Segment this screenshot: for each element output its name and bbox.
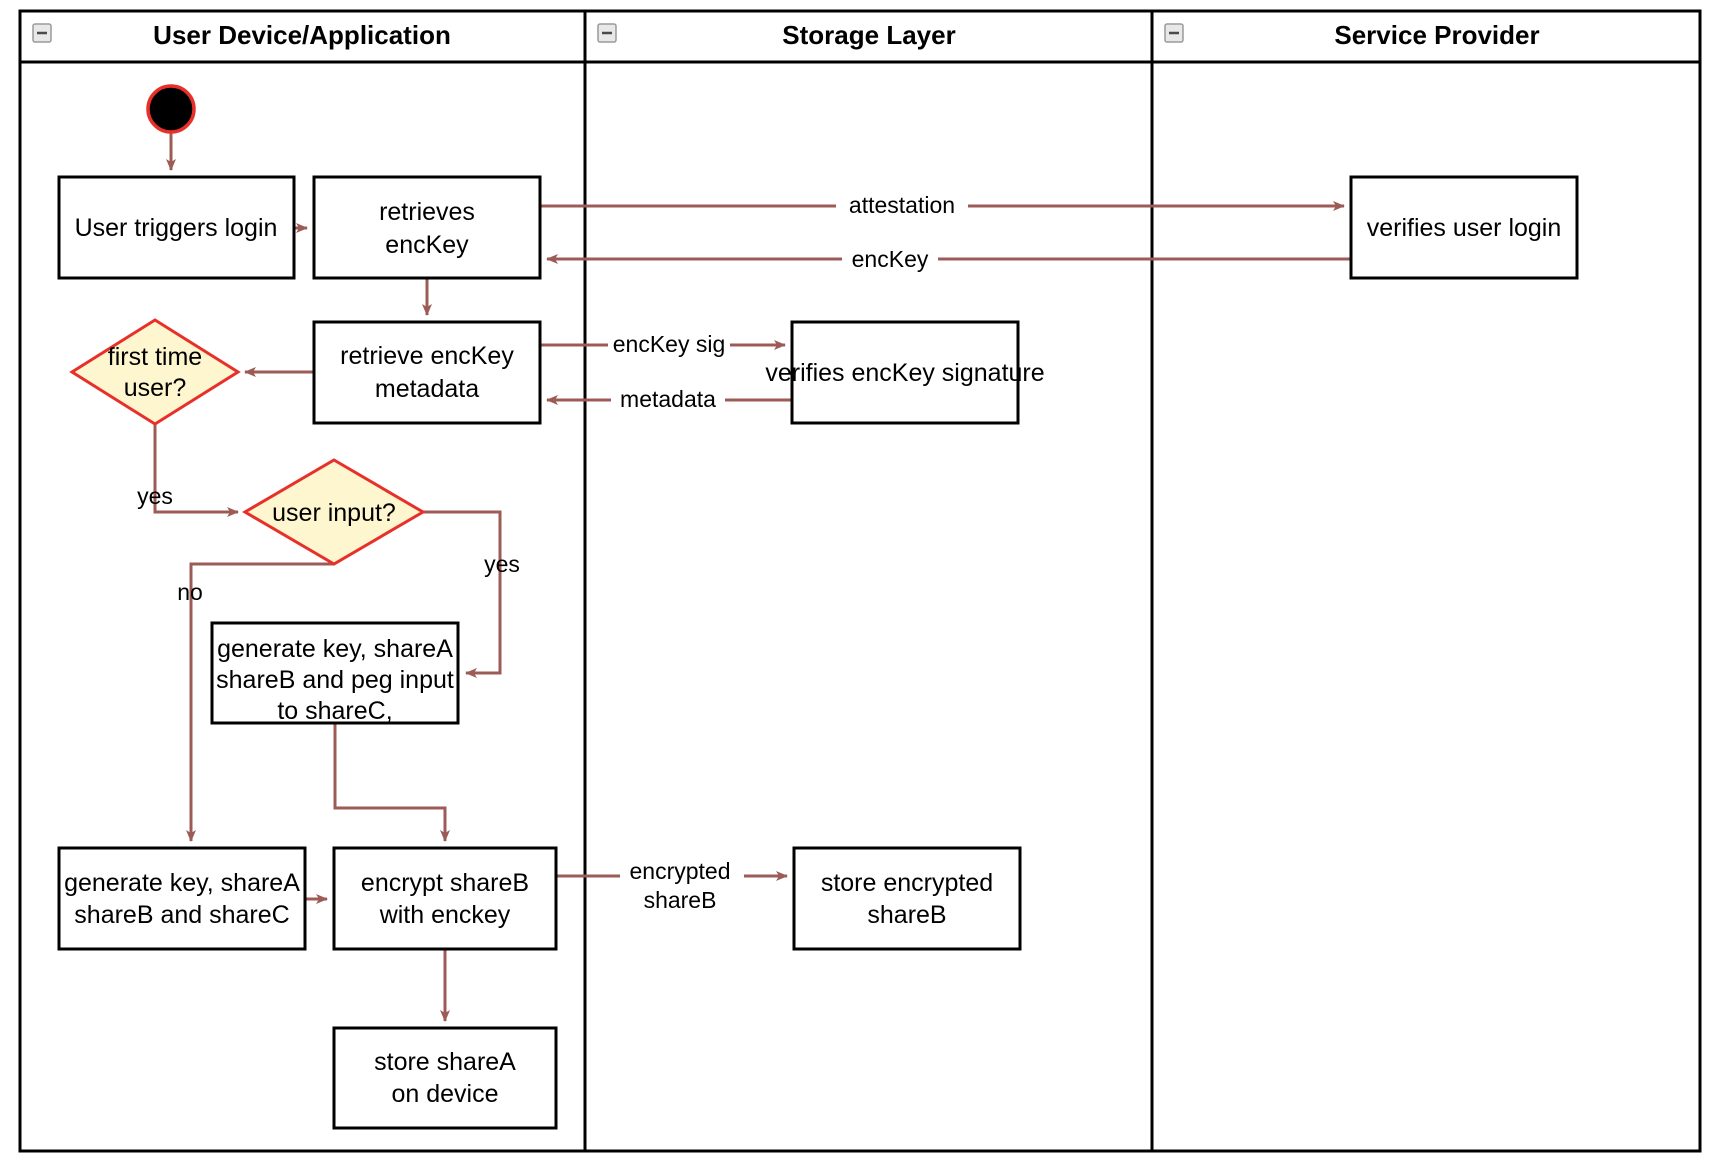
svg-text:encrypted: encrypted <box>629 858 730 884</box>
svg-text:shareB: shareB <box>867 901 946 929</box>
edge-labels: attestation encKey encKey sig metadata y… <box>137 192 968 913</box>
svg-text:metadata: metadata <box>620 386 716 412</box>
lane-outer-frame <box>18 9 1702 1153</box>
svg-text:encKey: encKey <box>385 231 469 259</box>
start-node[interactable] <box>146 84 196 134</box>
node-generate-peg-input[interactable]: generate key, shareA shareB and peg inpu… <box>210 621 460 725</box>
lane-title-user-device: User Device/Application <box>153 20 451 50</box>
edge-label-userinput-no: no <box>177 579 203 605</box>
svg-text:attestation: attestation <box>849 192 955 218</box>
lane-title-storage: Storage Layer <box>782 20 955 50</box>
svg-text:first time: first time <box>108 343 202 371</box>
edge-label-firsttime-yes: yes <box>137 483 173 509</box>
edge-firsttime-yes-line <box>153 424 239 517</box>
svg-text:to shareC,: to shareC, <box>277 697 392 725</box>
svg-text:encKey sig: encKey sig <box>613 331 726 357</box>
node-encrypt-shareb[interactable]: encrypt shareB with enckey <box>332 846 558 951</box>
svg-text:verifies encKey signature: verifies encKey signature <box>765 359 1044 387</box>
edge-label-encrypted-shareb: encrypted shareB <box>620 858 744 913</box>
edge-label-metadata: metadata <box>611 386 725 414</box>
svg-text:metadata: metadata <box>375 375 479 403</box>
svg-text:encrypt shareB: encrypt shareB <box>361 869 529 897</box>
lane-header-service-provider[interactable]: Service Provider <box>1164 20 1540 50</box>
svg-text:shareB and shareC: shareB and shareC <box>74 901 289 929</box>
svg-text:no: no <box>177 579 203 605</box>
node-verifies-enckey-signature[interactable]: verifies encKey signature <box>765 320 1045 425</box>
svg-text:yes: yes <box>484 551 520 577</box>
edge-label-attestation: attestation <box>836 192 968 220</box>
svg-text:shareB: shareB <box>644 887 717 913</box>
edge-label-enckey-sig: encKey sig <box>608 331 730 359</box>
node-user-input-decision[interactable]: user input? <box>242 458 426 566</box>
edge-userinput-yes-line <box>423 510 502 678</box>
lane-title-service-provider: Service Provider <box>1334 20 1539 50</box>
node-retrieve-enckey-metadata[interactable]: retrieve encKey metadata <box>312 320 542 425</box>
svg-text:retrieves: retrieves <box>379 198 475 226</box>
node-store-encrypted-shareb[interactable]: store encrypted shareB <box>792 846 1022 951</box>
node-retrieves-enckey[interactable]: retrieves encKey <box>312 175 542 280</box>
svg-text:retrieve encKey: retrieve encKey <box>340 342 514 370</box>
edge-userinput-no-line <box>186 562 334 842</box>
collapse-minus-box-icon-lane-1[interactable] <box>32 23 52 43</box>
edge-label-enckey: encKey <box>842 246 938 274</box>
node-user-triggers-login[interactable]: User triggers login <box>57 175 296 280</box>
collapse-minus-box-icon-lane-2[interactable] <box>597 23 617 43</box>
lane-header-storage[interactable]: Storage Layer <box>597 20 956 50</box>
svg-text:encKey: encKey <box>852 246 929 272</box>
svg-text:shareB and peg input: shareB and peg input <box>216 666 454 694</box>
node-verifies-user-login[interactable]: verifies user login <box>1349 175 1579 280</box>
svg-text:yes: yes <box>137 483 173 509</box>
svg-text:generate key, shareA: generate key, shareA <box>64 869 300 897</box>
edge-peg-to-encrypt-line <box>333 723 450 842</box>
flow-nodes: User triggers login retrieves encKey ver… <box>57 84 1579 1130</box>
collapse-minus-box-icon-lane-3[interactable] <box>1164 23 1184 43</box>
node-store-sharea-on-device[interactable]: store shareA on device <box>332 1026 558 1130</box>
svg-text:User triggers login: User triggers login <box>75 214 278 242</box>
svg-text:verifies user login: verifies user login <box>1367 214 1562 242</box>
svg-text:on device: on device <box>391 1080 498 1108</box>
edge-label-userinput-yes: yes <box>484 551 520 577</box>
node-first-time-user-decision[interactable]: first time user? <box>69 318 241 426</box>
svg-text:user input?: user input? <box>272 499 396 527</box>
svg-text:store shareA: store shareA <box>374 1048 516 1076</box>
svg-text:store encrypted: store encrypted <box>821 869 993 897</box>
svg-text:generate key, shareA: generate key, shareA <box>217 635 453 663</box>
lane-header-user-device[interactable]: User Device/Application <box>32 20 451 50</box>
svg-text:user?: user? <box>124 374 187 402</box>
node-generate-key-shares[interactable]: generate key, shareA shareB and shareC <box>57 846 307 951</box>
svg-text:with enckey: with enckey <box>379 901 511 929</box>
swimlane-container: User Device/Application Storage Layer Se… <box>18 9 1702 1153</box>
